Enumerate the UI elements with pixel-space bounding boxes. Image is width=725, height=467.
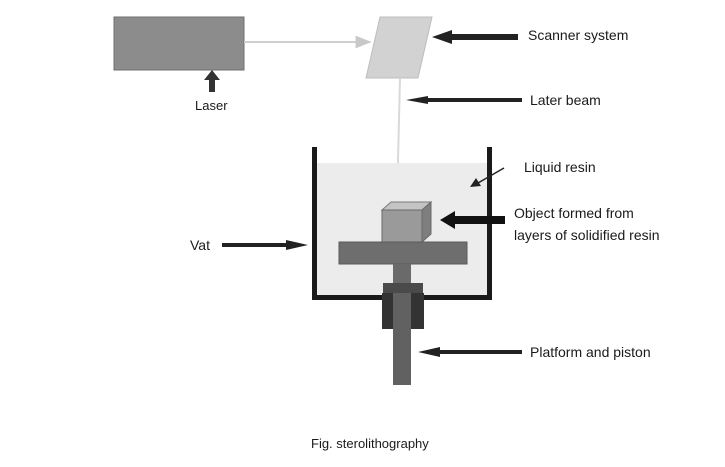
object-cube-front [381,209,423,243]
piston-collar [383,283,423,293]
object-arrow [440,211,505,229]
laser-box [113,16,245,71]
laser-arrow [204,70,220,92]
platform-piston-label: Platform and piston [530,344,651,360]
liquid-resin-arrow-head [470,178,481,187]
liquid-resin-arrow-shaft [477,167,505,184]
object-label-line1: Object formed from [514,205,634,221]
scanner-system-label: Scanner system [528,27,628,43]
vat-bottom-right [423,295,492,300]
scanner-system-arrow [432,30,518,44]
piston-rod-lower [393,293,411,385]
later-beam-label: Later beam [530,92,601,108]
later-beam-arrow [406,96,522,104]
vat-label: Vat [190,237,210,253]
platform-piston-arrow [418,347,522,357]
vat-bottom-left [312,295,382,300]
laser-label: Laser [195,98,228,113]
platform [338,241,468,265]
vat-arrow [222,240,308,250]
object-label-line2: layers of solidified resin [514,227,660,243]
vat-left-wall [312,147,317,300]
figure-caption: Fig. sterolithography [311,436,429,451]
scanner-mirror [365,16,433,79]
piston-rod-upper [393,264,411,284]
liquid-resin-label: Liquid resin [524,159,596,175]
